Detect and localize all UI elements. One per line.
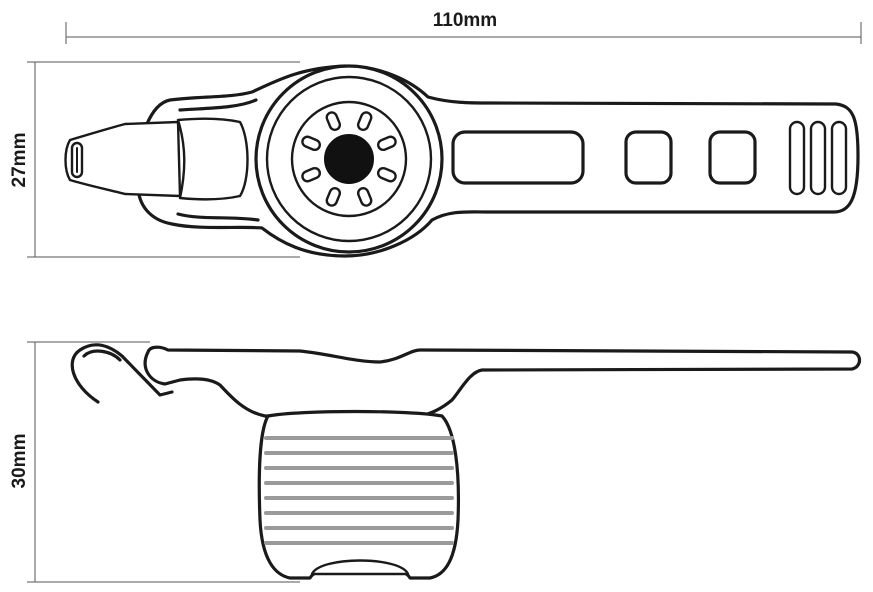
compass-tick-mark bbox=[376, 166, 397, 183]
strap-slot-square-1 bbox=[624, 130, 673, 185]
compass-tick-marks bbox=[301, 111, 397, 207]
side-view bbox=[70, 343, 862, 580]
whistle-mouthpiece bbox=[64, 120, 182, 198]
side-view-housing-foot bbox=[310, 559, 410, 576]
side-view-hook bbox=[70, 343, 174, 404]
strap-grip-ridge-3 bbox=[830, 120, 848, 196]
strap-grip-ridge-1 bbox=[788, 120, 806, 196]
side-view-hook-inner bbox=[82, 349, 122, 362]
top-view-body-inner-outline bbox=[176, 98, 260, 222]
whistle-mouth-collar bbox=[176, 117, 249, 201]
strap-grip-ridge-2 bbox=[809, 120, 827, 196]
length-dimension-label: 110mm bbox=[433, 10, 497, 31]
length-dimension: 110mm bbox=[65, 10, 862, 44]
side-height-dimension: 30mm bbox=[9, 341, 300, 583]
side-height-dimension-label: 30mm bbox=[9, 434, 30, 489]
compass-tick-mark bbox=[325, 186, 342, 207]
top-view bbox=[64, 64, 860, 258]
compass-tick-mark bbox=[325, 111, 342, 132]
compass-tick-mark bbox=[376, 135, 397, 152]
compass-tick-mark bbox=[356, 111, 373, 132]
top-height-dimension-label: 27mm bbox=[9, 133, 30, 188]
compass-tick-mark bbox=[301, 135, 322, 152]
compass-tick-mark bbox=[301, 166, 322, 183]
side-view-strap bbox=[143, 345, 862, 418]
strap-slot-square-2 bbox=[708, 130, 757, 185]
side-view-housing-ribs bbox=[264, 436, 454, 545]
compass-tick-mark bbox=[356, 186, 373, 207]
compass-center-hub bbox=[324, 134, 374, 184]
strap-slot-long bbox=[451, 130, 585, 185]
top-height-dimension: 27mm bbox=[9, 61, 300, 258]
